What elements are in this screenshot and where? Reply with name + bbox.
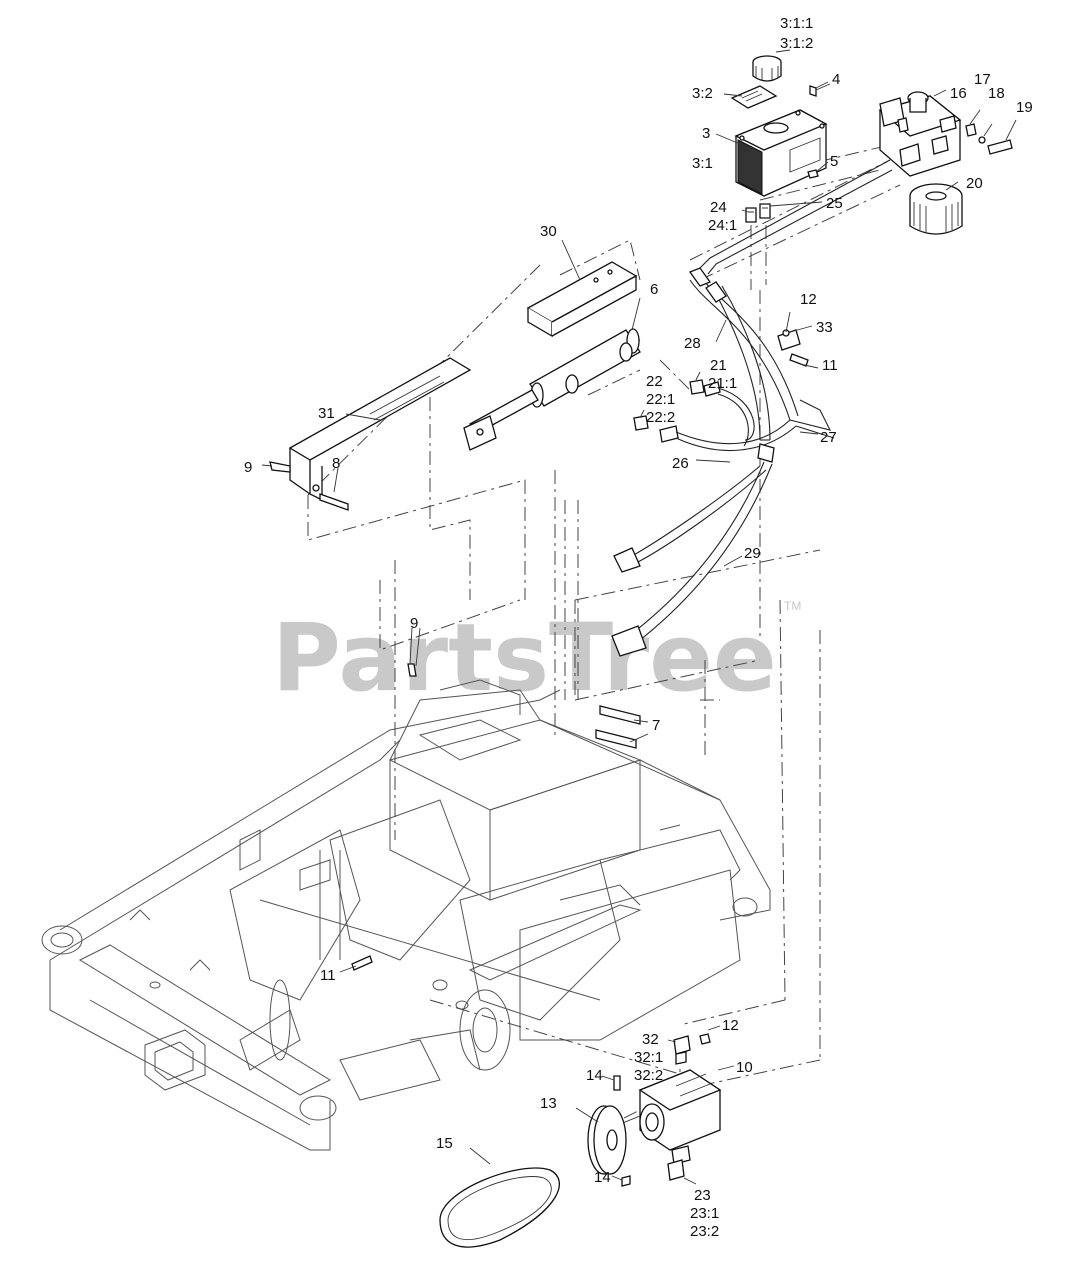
lift-cylinder [463, 328, 641, 451]
callout-6: 6 [650, 281, 658, 298]
screw-4 [809, 83, 831, 97]
callout-22: 22 [646, 373, 663, 390]
callout-3-2: 3:2 [692, 85, 713, 102]
pins-7 [595, 705, 641, 749]
callout-17: 17 [974, 71, 991, 88]
callout-16: 16 [950, 85, 967, 102]
callout-23: 23 [694, 1187, 711, 1204]
pin-8 [269, 461, 349, 511]
watermark-trademark: TM [784, 599, 801, 613]
callout-32-1: 32:1 [634, 1049, 663, 1066]
callout-28: 28 [684, 335, 701, 352]
callout-19: 19 [1016, 99, 1033, 116]
decal [730, 85, 778, 109]
reservoir-fittings [745, 203, 771, 223]
screw-5 [807, 169, 819, 179]
callout-25: 25 [826, 195, 843, 212]
callout-18: 18 [988, 85, 1005, 102]
callout-32: 32 [642, 1031, 659, 1048]
callout-27: 27 [820, 429, 837, 446]
callout-11-frame: 11 [320, 967, 336, 984]
callout-4: 4 [832, 71, 840, 88]
callout-22-2: 22:2 [646, 409, 675, 426]
leader-lines [261, 49, 1017, 1185]
callout-23-2: 23:2 [690, 1223, 719, 1240]
hose-29 [611, 443, 775, 657]
callout-14-bottom: 14 [594, 1169, 611, 1186]
pulley-13 [587, 1105, 627, 1175]
fitting-23 [667, 1145, 691, 1181]
callout-26: 26 [672, 455, 689, 472]
callout-20: 20 [966, 175, 983, 192]
callout-23-1: 23:1 [690, 1205, 719, 1222]
assembly-lines [307, 144, 901, 1135]
control-valve [878, 91, 962, 177]
callout-3-1-2: 3:1:2 [780, 35, 813, 52]
pin-11 [351, 955, 373, 971]
clip-9 [407, 663, 417, 677]
callout-12-top: 12 [800, 291, 817, 308]
channel-30 [526, 261, 638, 338]
cylinder-fittings [633, 379, 721, 443]
callout-31: 31 [318, 405, 335, 422]
nut-12 [699, 1033, 711, 1045]
callout-33: 33 [816, 319, 833, 336]
callout-8: 8 [332, 455, 340, 472]
callout-7: 7 [652, 717, 660, 734]
callout-11-top: 11 [822, 357, 838, 374]
mower-frame [41, 679, 771, 1151]
watermark: PartsTree TM [272, 599, 801, 713]
lift-bar-31 [288, 357, 472, 502]
callout-30: 30 [540, 223, 557, 240]
hydraulic-reservoir [734, 109, 828, 197]
oil-filter [909, 183, 963, 235]
callout-9-frame: 9 [410, 615, 418, 632]
callout-24: 24 [710, 199, 727, 216]
fitting-32 [673, 1035, 691, 1065]
callout-10: 10 [736, 1059, 753, 1076]
valve-bolts [965, 123, 1013, 155]
hydraulic-hoses [675, 159, 893, 452]
callout-15: 15 [436, 1135, 453, 1152]
belt-15 [439, 1167, 560, 1248]
callout-13: 13 [540, 1095, 557, 1112]
callout-21: 21 [710, 357, 727, 374]
callout-3-1: 3:1 [692, 155, 713, 172]
callout-5: 5 [830, 153, 838, 170]
callout-32-2: 32:2 [634, 1067, 663, 1084]
callout-29: 29 [744, 545, 761, 562]
callout-labels: 3:1:1 3:1:2 4 3:2 16 17 18 19 3 3:1 5 20… [244, 15, 1033, 1240]
callout-3-1-1: 3:1:1 [780, 15, 813, 32]
reservoir-cap [752, 55, 782, 82]
key-14 [613, 1075, 631, 1187]
callout-22-1: 22:1 [646, 391, 675, 408]
callout-12-pump: 12 [722, 1017, 739, 1034]
callout-24-1: 24:1 [708, 217, 737, 234]
callout-3: 3 [702, 125, 710, 142]
callout-21-1: 21:1 [708, 375, 737, 392]
callout-9-top: 9 [244, 459, 252, 476]
hydraulic-pump [619, 1069, 722, 1151]
watermark-text: PartsTree [272, 604, 777, 713]
callout-14-top: 14 [586, 1067, 603, 1084]
